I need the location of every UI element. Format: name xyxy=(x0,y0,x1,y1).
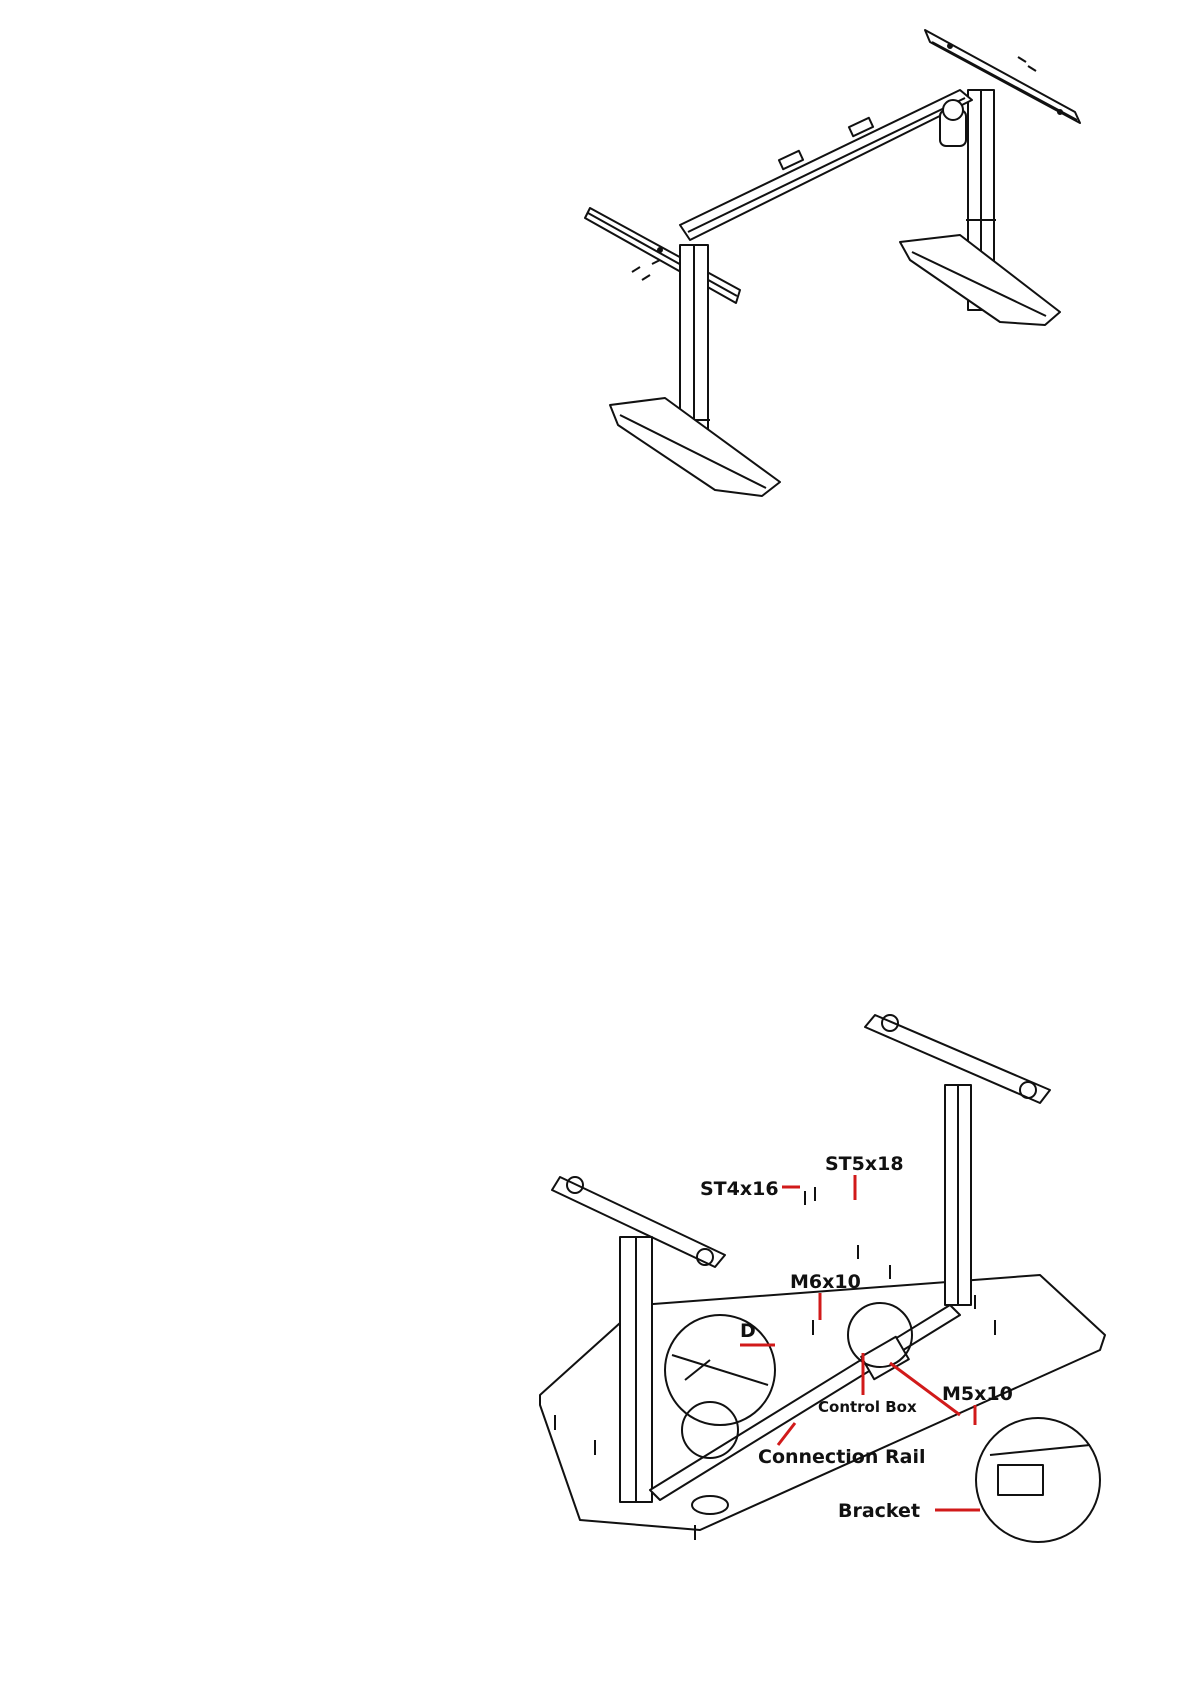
desktop-mounting-diagram: ST5x18 ST4x16 M6x10 D Control Box M5x10 … xyxy=(520,975,1140,1565)
label-connection-rail: Connection Rail xyxy=(758,1446,925,1468)
label-bracket: Bracket xyxy=(838,1500,920,1522)
label-m6x10: M6x10 xyxy=(790,1271,861,1293)
screws-left xyxy=(632,260,660,280)
screws-right xyxy=(1018,57,1036,71)
desk-frame-drawing xyxy=(540,20,1100,520)
label-m5x10: M5x10 xyxy=(942,1383,1013,1405)
crossbeam xyxy=(680,90,972,240)
label-st4x16: ST4x16 xyxy=(700,1178,779,1200)
label-st5x18: ST5x18 xyxy=(825,1153,904,1175)
desktop-mounting-drawing: ST5x18 ST4x16 M6x10 D Control Box M5x10 … xyxy=(520,975,1140,1565)
motor xyxy=(940,100,966,146)
desk-frame-assembly-diagram xyxy=(540,20,1100,520)
label-control-box: Control Box xyxy=(818,1398,917,1416)
label-d: D xyxy=(740,1320,756,1342)
